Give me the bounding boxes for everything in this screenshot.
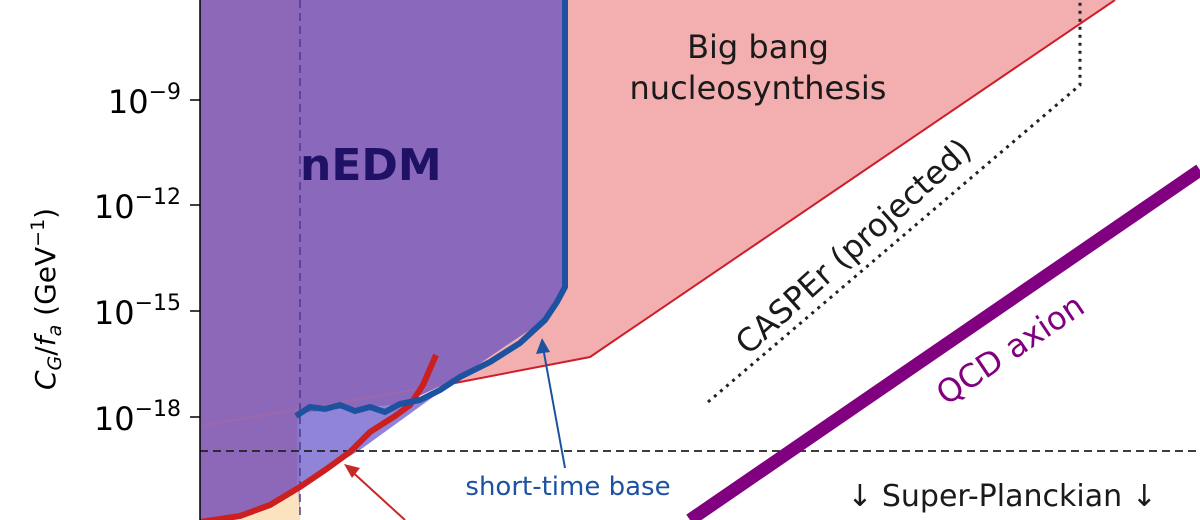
nedm-label: nEDM: [300, 140, 442, 191]
y-tick-label: 10−15: [94, 291, 181, 332]
qcd-axion-line: [686, 164, 1200, 520]
short-time-arrowhead: [536, 338, 550, 354]
super-planckian-label: ↓ Super-Planckian ↓: [847, 479, 1157, 514]
y-tick-label: 10−9: [108, 80, 181, 121]
bbn-label-line1: Big bang: [687, 28, 829, 66]
red-arrow: [347, 467, 406, 520]
y-tick-label: 10−18: [94, 397, 181, 438]
short-time-arrow: [541, 341, 566, 469]
casper-curve: [707, 0, 1082, 404]
blue-curve: [294, 0, 568, 419]
bbn-label-line2: nucleosynthesis: [630, 69, 887, 107]
nedm-faint-edge: [199, 382, 456, 427]
y-tick-label: 10−12: [94, 185, 181, 226]
red-arrowhead: [344, 464, 360, 478]
y-axis-label: CG/fa (GeV−1): [27, 208, 66, 390]
short-time-base-label: short-time base: [465, 472, 670, 502]
nedm-left-strip: [200, 0, 300, 520]
y-tick-marks: [190, 99, 200, 418]
bbn-boundary: [454, 0, 1116, 384]
